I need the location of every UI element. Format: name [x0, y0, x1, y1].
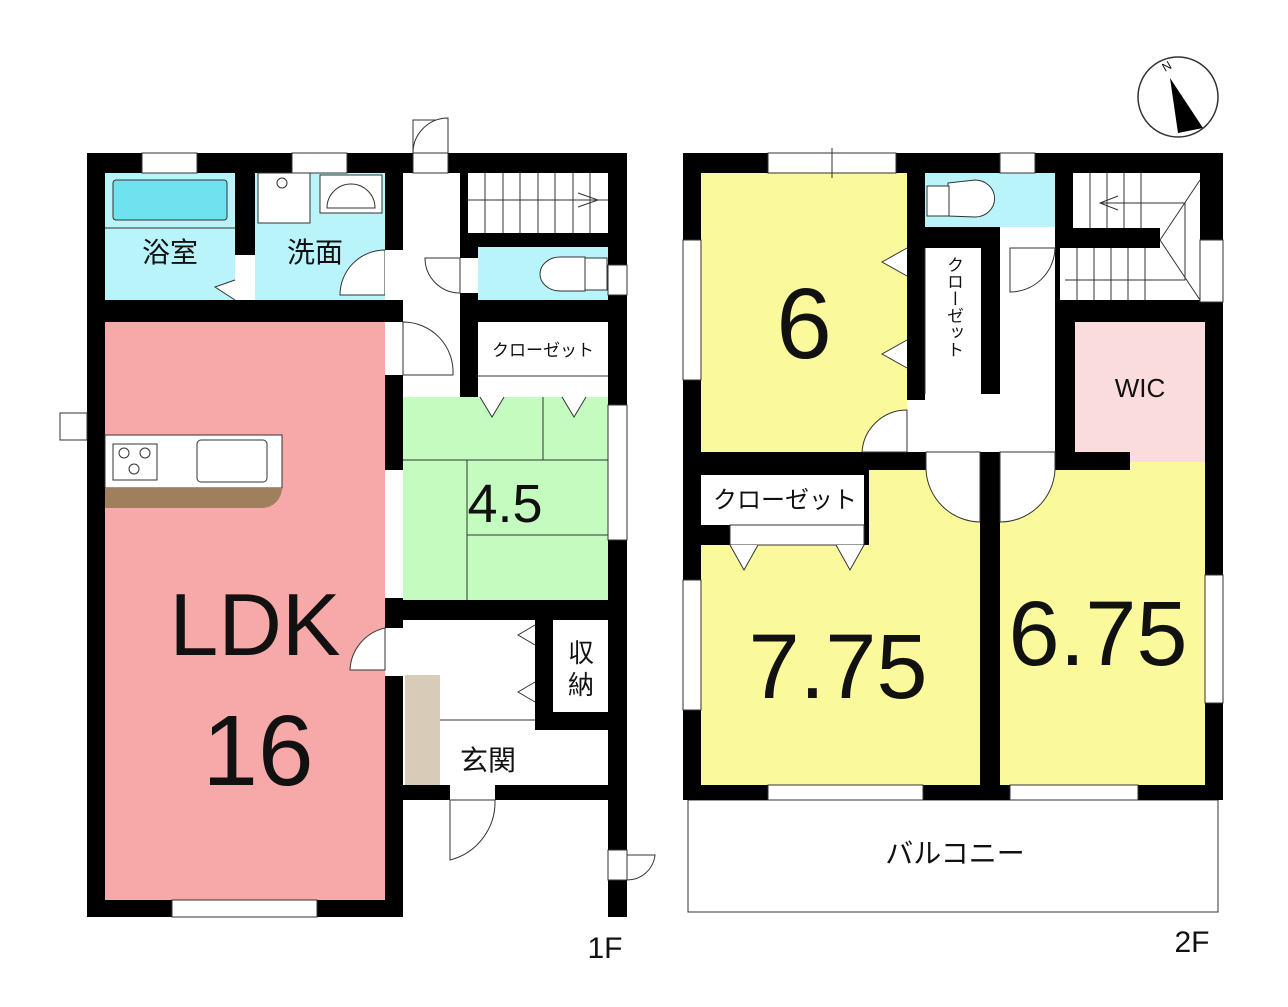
bedroom-6-75-size: 6.75 [1008, 583, 1187, 685]
bedroom-7-75-size: 7.75 [748, 616, 927, 718]
toilet-icon [539, 256, 586, 292]
stair-lines [468, 173, 608, 233]
ldk-room [105, 322, 385, 900]
bath-label: 浴室 [142, 236, 198, 269]
counter-bar [105, 488, 282, 508]
closet-2f-label: クローゼット [713, 486, 857, 514]
window [682, 579, 702, 711]
storage-label-2: 納 [568, 671, 594, 701]
bedroom-6-75 [1000, 462, 1205, 785]
stove-icon [112, 443, 158, 481]
floor-label-2f: 2F [1174, 926, 1209, 959]
closet-vertical-label: クローゼット [943, 256, 963, 358]
closet-2f-vertical [925, 248, 981, 394]
floor-label-1f: 1F [587, 932, 622, 965]
window [607, 264, 628, 296]
entrance-floor [405, 675, 440, 785]
door-swing-icon [339, 249, 386, 296]
kitchen-sink-icon [196, 439, 268, 483]
window [999, 152, 1036, 174]
stair-lines [1065, 173, 1201, 301]
closet-label: クローゼット [492, 341, 594, 361]
window [1204, 574, 1224, 704]
window [171, 899, 318, 918]
closet-2f [701, 475, 864, 525]
closet-1f [478, 322, 608, 397]
window [607, 404, 628, 541]
bedroom-6 [701, 173, 907, 452]
storage-label-1: 収 [568, 639, 594, 669]
first-floor-plan: 浴室 洗面 クローゼット 4.5 LDK 16 収 納 玄関 1F [59, 117, 656, 965]
ldk-size: 16 [202, 695, 313, 807]
window [1199, 239, 1224, 303]
window [141, 152, 198, 174]
wic-label: WIC [1115, 373, 1166, 403]
window [291, 152, 348, 174]
bathtub-icon [112, 179, 228, 221]
window [767, 784, 924, 801]
balcony-label: バルコニー [885, 837, 1024, 870]
entrance-label: 玄関 [460, 744, 516, 777]
japanese-room [403, 397, 608, 600]
walk-in-closet [1075, 322, 1205, 462]
compass-icon: N [1137, 56, 1219, 138]
bedroom-6-size: 6 [776, 268, 832, 380]
washing-machine-icon [257, 172, 311, 224]
toilet-icon [947, 179, 996, 218]
washroom-label: 洗面 [287, 236, 343, 269]
second-floor-plan: 6 クローゼット WIC クローゼット 7.75 6.75 バルコニー 2F [682, 148, 1224, 959]
balcony [687, 799, 1219, 913]
ldk-label: LDK [169, 575, 340, 674]
exterior-porch [403, 800, 608, 918]
window [682, 239, 702, 381]
window [1009, 784, 1139, 801]
japanese-room-size: 4.5 [467, 474, 542, 534]
